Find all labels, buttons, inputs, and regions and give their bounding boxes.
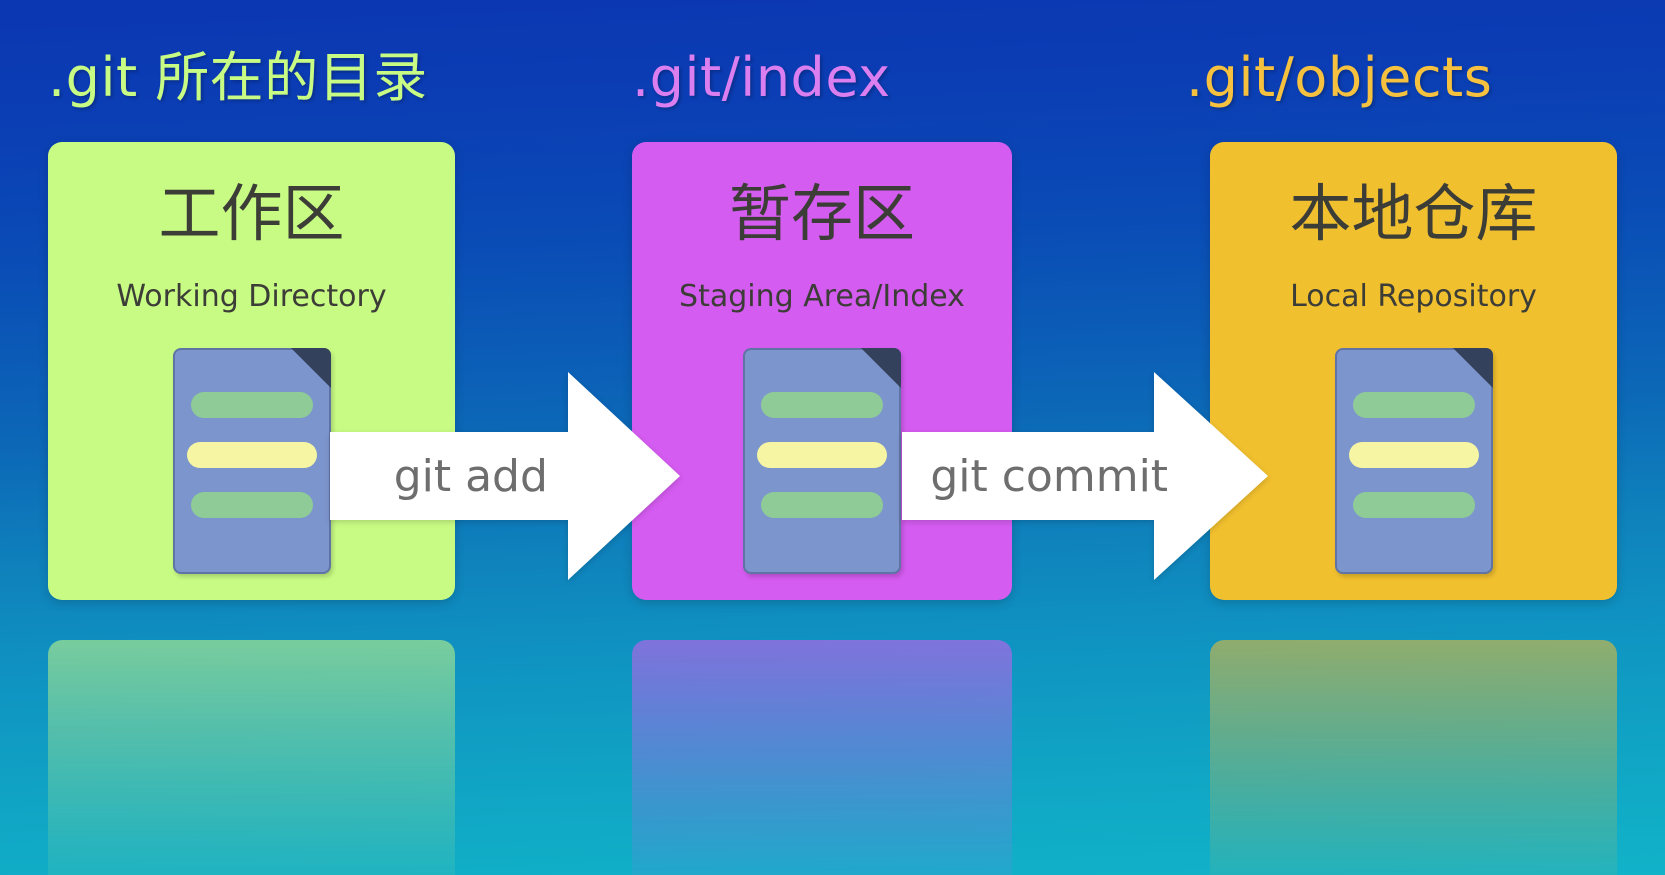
- card-title-en-local-repository: Local Repository: [1290, 279, 1537, 314]
- document-line-1: [190, 392, 313, 418]
- document-line-3: [1352, 492, 1475, 518]
- card-title-cn-staging-area: 暂存区: [728, 177, 915, 250]
- document-icon: [1334, 348, 1493, 574]
- arrow-right-icon: [902, 372, 1268, 580]
- document-fold-corner-icon: [290, 348, 331, 388]
- card-title-en-working-directory: Working Directory: [116, 279, 387, 314]
- column-header-index: .git/index: [632, 46, 891, 109]
- card-title-cn-working-directory: 工作区: [158, 177, 345, 250]
- reflection-local-repository: [1210, 640, 1617, 875]
- card-staging-area[interactable]: 暂存区 Staging Area/Index: [632, 142, 1012, 600]
- card-working-directory[interactable]: 工作区 Working Directory: [48, 142, 455, 600]
- document-line-2: [1348, 442, 1479, 468]
- document-line-1: [1352, 392, 1475, 418]
- arrow-git-commit[interactable]: git commit: [902, 370, 1270, 582]
- document-icon: [172, 348, 331, 574]
- card-title-en-staging-area: Staging Area/Index: [679, 279, 965, 314]
- arrow-right-icon: [330, 372, 680, 580]
- document-line-1: [761, 392, 883, 418]
- document-fold-corner-icon: [1452, 348, 1493, 388]
- column-header-working-directory: .git 所在的目录: [48, 46, 428, 109]
- reflection-working-directory: [48, 640, 455, 875]
- column-header-objects: .git/objects: [1186, 46, 1493, 109]
- card-local-repository[interactable]: 本地仓库 Local Repository: [1210, 142, 1617, 600]
- arrow-git-add[interactable]: git add: [330, 370, 682, 582]
- document-fold-corner-icon: [861, 348, 901, 388]
- document-line-2: [186, 442, 317, 468]
- document-line-3: [190, 492, 313, 518]
- document-line-3: [761, 492, 883, 518]
- document-icon: [743, 348, 901, 574]
- card-title-cn-local-repository: 本地仓库: [1289, 177, 1538, 250]
- document-line-2: [757, 442, 887, 468]
- reflection-staging-area: [632, 640, 1012, 875]
